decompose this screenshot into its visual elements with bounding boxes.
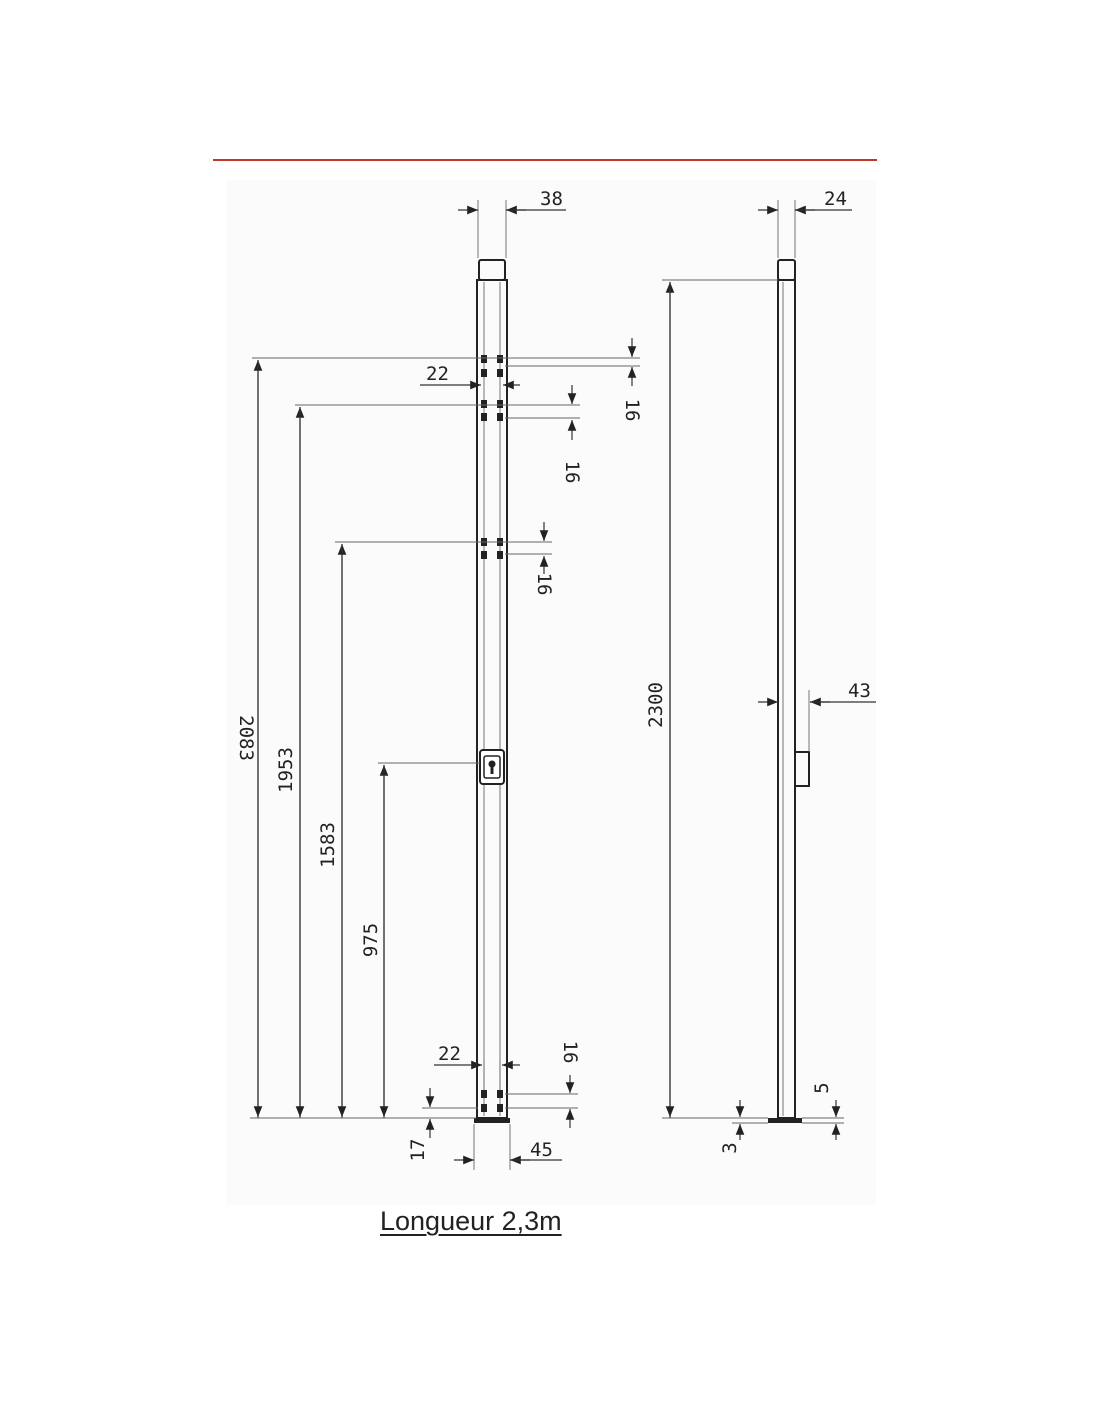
dim-side-width-top: 24 (824, 188, 847, 210)
dim-side-lock-depth: 43 (848, 680, 871, 702)
dim-front-hole-gap-c: 16 (533, 573, 555, 596)
front-base (474, 1118, 510, 1123)
dim-front-height-lock: 975 (360, 923, 382, 957)
front-lock (479, 749, 505, 785)
side-view: 24 2300 43 5 3 (645, 188, 876, 1154)
dim-front-hole-gap-a: 16 (621, 399, 643, 422)
dim-front-width-top: 38 (540, 188, 563, 210)
dim-front-hole-gap-b: 16 (561, 461, 583, 484)
side-base (768, 1118, 802, 1123)
dim-side-total-height: 2300 (645, 682, 667, 728)
dim-front-hole-spacing-bottom: 22 (438, 1043, 461, 1065)
dim-front-height-third-holes: 1583 (317, 822, 339, 868)
side-lock (794, 751, 810, 787)
dim-side-base-thickness-left: 3 (719, 1142, 741, 1153)
drawing-panel (226, 180, 876, 1205)
dim-front-hole-gap-bottom: 16 (559, 1041, 581, 1064)
caption: Longueur 2,3m (380, 1206, 562, 1236)
dim-front-bottom-offset: 17 (407, 1139, 429, 1162)
dim-front-hole-spacing-top: 22 (426, 363, 449, 385)
front-view: 38 22 2083 1953 1583 975 16 (235, 188, 643, 1170)
dim-front-height-top-holes: 2083 (235, 715, 257, 761)
dim-front-base-width: 45 (530, 1139, 553, 1161)
dim-side-base-thickness-right: 5 (811, 1082, 833, 1093)
dim-front-height-second-holes: 1953 (275, 747, 297, 793)
